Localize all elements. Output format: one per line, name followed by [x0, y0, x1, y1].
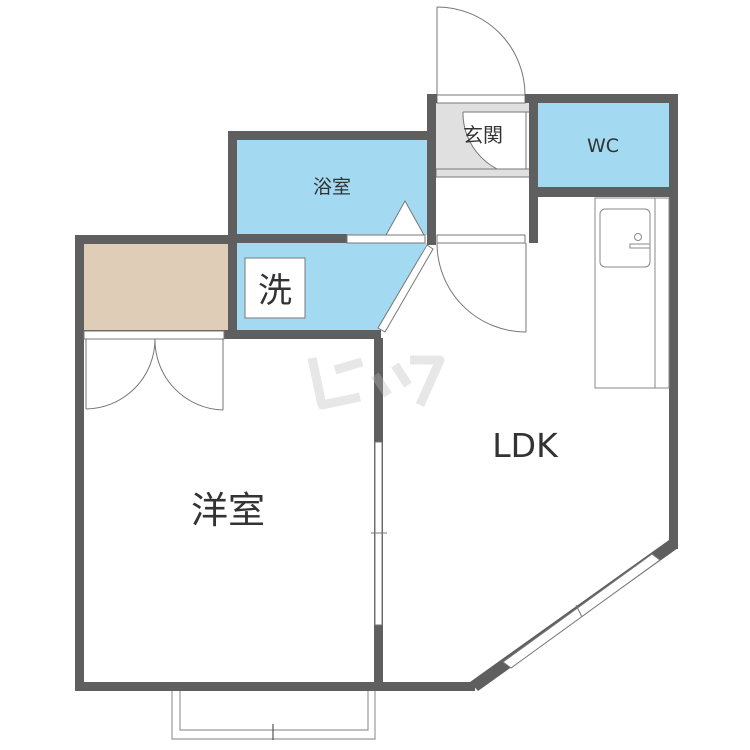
balcony [171, 691, 376, 740]
washer-space [244, 257, 306, 319]
room-label-toilet: WC [587, 135, 619, 157]
room-label-entrance: 玄関 [463, 123, 503, 147]
closet-doors [83, 330, 225, 411]
sliding-door [371, 441, 387, 626]
wash-room-door [377, 244, 434, 333]
room-label-washer: 洗 [258, 271, 292, 311]
room-label-bath: 浴室 [313, 176, 351, 198]
room-label-ldk: LDK [492, 426, 559, 465]
kitchen-counter [594, 197, 670, 389]
room-label-western-room: 洋室 [191, 489, 265, 532]
watermark-logo [307, 355, 445, 410]
bath-door [346, 199, 426, 244]
storage-closet [83, 243, 229, 331]
ldk-window [502, 553, 661, 669]
hallway-door [436, 234, 527, 333]
toilet-room [538, 103, 669, 188]
